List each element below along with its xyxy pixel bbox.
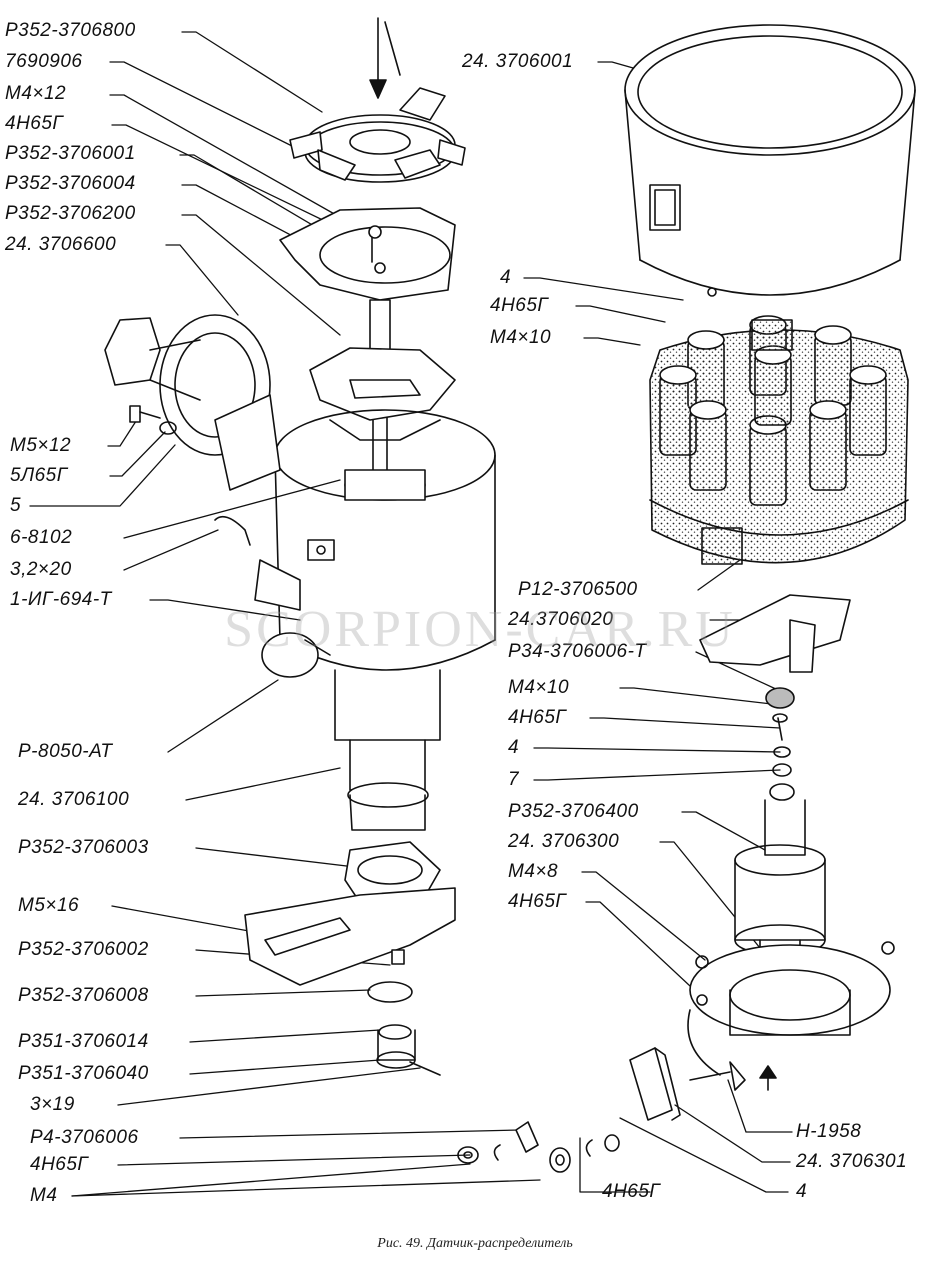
label-4n65g-right-lower: 4Н65Г (508, 891, 567, 912)
label-24-3706100: 24. 3706100 (18, 789, 130, 810)
label-p352-3706004: Р352-3706004 (5, 173, 136, 194)
label-6-8102: 6-8102 (10, 527, 73, 548)
label-p351-3706014: Р351-3706014 (18, 1031, 149, 1052)
label-4-upper-right: 4 (500, 267, 512, 288)
cotter-pin (214, 515, 251, 546)
label-p352-3706003: Р352-3706003 (18, 837, 149, 858)
sensor-rotor (734, 799, 826, 966)
washer-row (457, 1121, 620, 1173)
label-1-ig-694-t: 1-ИГ-694-Т (10, 589, 112, 610)
condenser (261, 632, 331, 678)
label-24-3706020: 24.3706020 (508, 609, 614, 630)
label-p351-3706040: Р351-3706040 (18, 1063, 149, 1084)
label-m4x12: М4×12 (5, 83, 67, 104)
vacuum-regulator (104, 314, 281, 491)
label-p4-3706006: Р4-3706006 (30, 1127, 139, 1148)
label-24-3706001: 24. 3706001 (462, 51, 574, 72)
label-7: 7 (508, 769, 520, 790)
dust-cover (624, 24, 916, 297)
label-24-3706600: 24. 3706600 (5, 234, 117, 255)
label-24-3706300: 24. 3706300 (508, 831, 620, 852)
label-7690906: 7690906 (5, 51, 83, 72)
figure-caption: Рис. 49. Датчик-распределитель (377, 1236, 573, 1251)
label-24-3706301: 24. 3706301 (796, 1151, 908, 1172)
distributor-cap (649, 315, 909, 565)
label-p12-3706500: Р12-3706500 (518, 579, 638, 600)
breaker-plate (279, 207, 456, 301)
label-m5x12: М5×12 (10, 435, 72, 456)
label-3x19: 3×19 (30, 1094, 75, 1115)
label-m5x16: М5×16 (18, 895, 80, 916)
label-4n65g-right-mid: 4Н65Г (508, 707, 567, 728)
label-m4x10-lower: М4×10 (508, 677, 570, 698)
right-fasteners (769, 713, 795, 801)
label-m4x8: М4×8 (508, 861, 559, 882)
label-4n65g-bottom-left: 4Н65Г (30, 1154, 89, 1175)
rotor (699, 594, 851, 709)
label-4n65g-bottom-center: 4Н65Г (602, 1181, 661, 1202)
label-4n65g-upper-right: 4Н65Г (490, 295, 549, 316)
label-4-right-mid: 4 (508, 737, 520, 758)
sensor-stator (687, 941, 895, 1076)
lower-body (334, 669, 441, 831)
label-4n65g-top: 4Н65Г (5, 113, 64, 134)
distributor-housing (254, 409, 496, 671)
mounting-flange (244, 841, 456, 986)
vacuum-plate-top (289, 87, 466, 183)
centrifugal-weights (309, 347, 456, 441)
label-p352-3706200: Р352-3706200 (5, 203, 136, 224)
label-p352-3706001: Р352-3706001 (5, 143, 136, 164)
label-m4x10-upper: М4×10 (490, 327, 552, 348)
label-p34-3706006-t: Р34-3706006-Т (508, 641, 647, 662)
screw-m5x12 (129, 405, 177, 435)
direction-arrow-top (369, 17, 401, 99)
label-5l65g: 5Л65Г (10, 465, 68, 486)
label-4-bottom-right: 4 (796, 1181, 808, 1202)
label-p352-3706008: Р352-3706008 (18, 985, 149, 1006)
label-m4: М4 (30, 1185, 58, 1206)
label-n-1958: Н-1958 (796, 1121, 862, 1142)
label-p352-3706800: Р352-3706800 (5, 20, 136, 41)
label-5: 5 (10, 495, 22, 516)
lower-small-parts (367, 949, 441, 1076)
label-p352-3706400: Р352-3706400 (508, 801, 639, 822)
label-3-2x20: 3,2×20 (10, 559, 72, 580)
label-p352-3706002: Р352-3706002 (18, 939, 149, 960)
connector-parts (629, 1047, 777, 1121)
label-p-8050-at: Р-8050-АТ (18, 741, 113, 762)
